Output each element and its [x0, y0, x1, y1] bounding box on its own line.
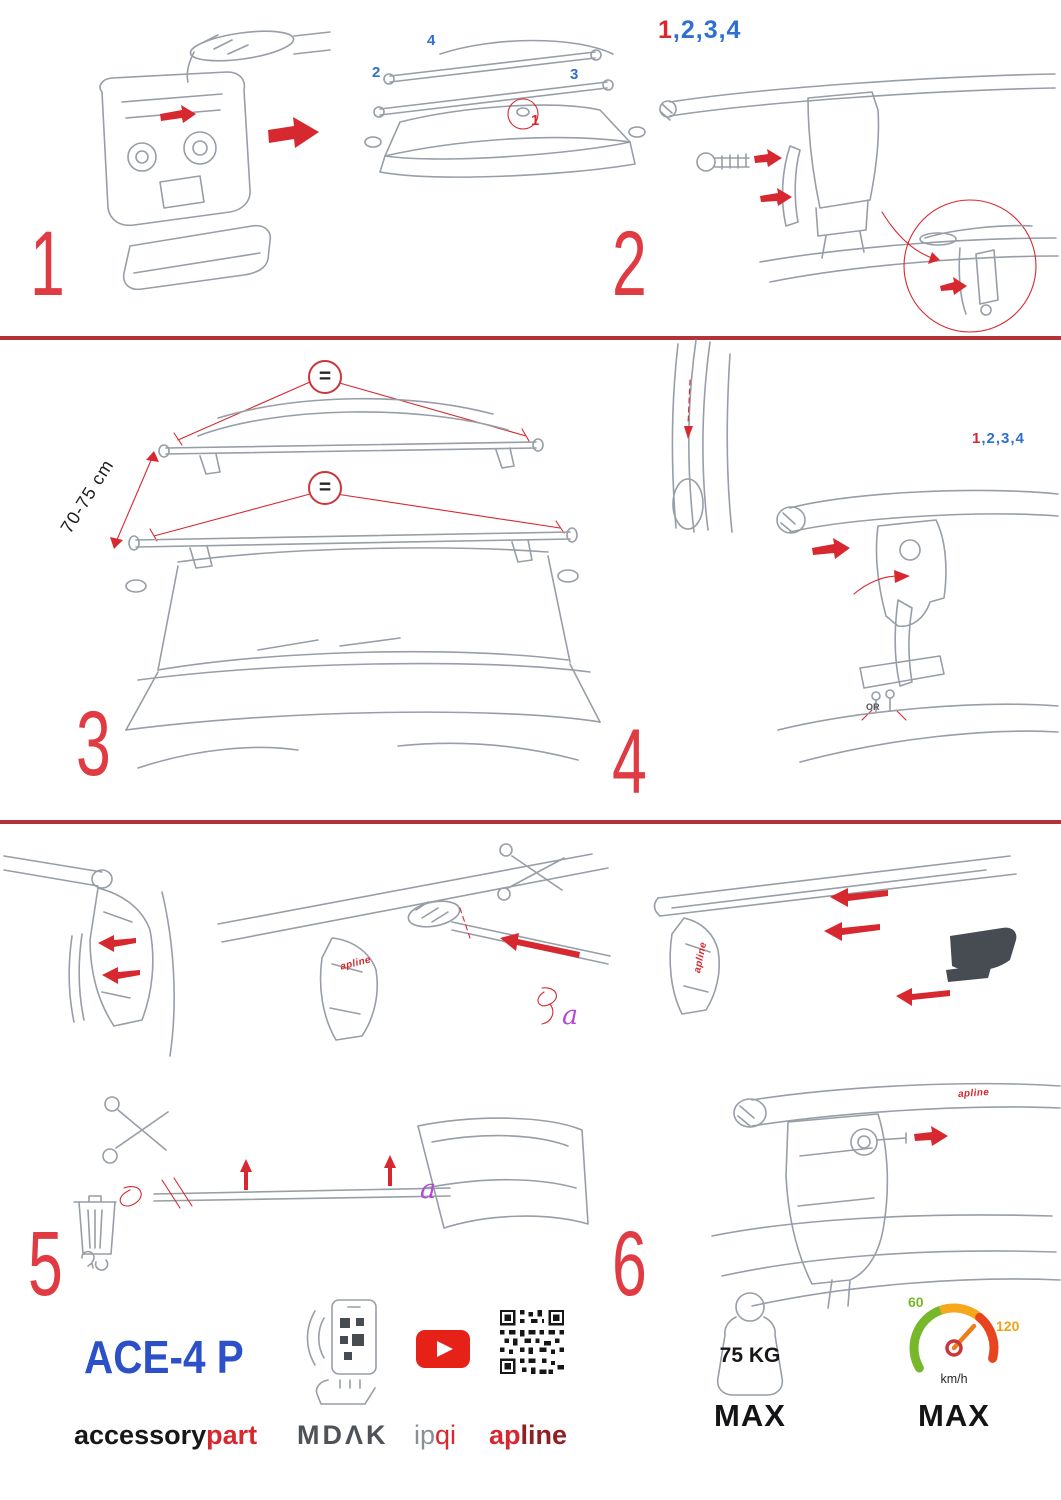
brand-apline: apline — [489, 1420, 567, 1451]
speed-tick-120: 120 — [996, 1318, 1020, 1334]
step1-foot-assembly-drawing — [99, 30, 331, 291]
step4-foot-detail-drawing — [776, 489, 1059, 763]
scissors-icon — [102, 1096, 169, 1164]
strip-item-letter-a-2: a — [420, 1174, 437, 1205]
step5-panel-b-drawing — [217, 843, 611, 1041]
product-name: ACE-4 P — [84, 1331, 244, 1383]
step5-panel-a-drawing — [3, 855, 175, 1057]
equal-spacing-badge-front: = — [308, 360, 342, 394]
car-roof-overview-drawing — [364, 39, 646, 178]
sequence-first: 1 — [658, 16, 673, 44]
step4-pillar-drawing — [671, 339, 733, 533]
qr-code — [500, 1310, 564, 1374]
foot-sequence-label: 1,2,3,4 — [658, 16, 741, 45]
section-divider-1 — [0, 336, 1061, 340]
brand-accessory-part1: accessory — [74, 1420, 207, 1450]
speed-tick-60: 60 — [908, 1294, 924, 1310]
trash-bin-icon — [73, 1195, 117, 1255]
equal-spacing-badge-rear: = — [308, 471, 342, 505]
part-logo-apline-3: apline — [957, 1086, 990, 1101]
brand-accessorypart: accessorypart — [74, 1420, 257, 1451]
brand-apline-part1: ap — [489, 1420, 521, 1450]
equal-sign: = — [318, 365, 332, 388]
roof-position-3: 3 — [570, 66, 579, 83]
or-option-label: OR — [866, 702, 880, 712]
step3-alignment-drawing — [110, 381, 601, 769]
sequence-rest: ,2,3,4 — [672, 16, 742, 44]
phone-scan-icon — [306, 1299, 377, 1405]
youtube-icon — [416, 1330, 470, 1368]
foot-sequence-label-step4: 1,2,3,4 — [972, 430, 1025, 447]
step-6-number: 6 — [612, 1213, 647, 1315]
recycle-icon — [81, 1250, 109, 1271]
step-2-number: 2 — [612, 213, 647, 315]
step-3-number: 3 — [76, 693, 111, 795]
speed-max-label: MAX — [918, 1398, 990, 1433]
step-5-number: 5 — [28, 1213, 63, 1315]
weight-limit-icon — [716, 1292, 784, 1396]
step5-cut-strip-drawing — [73, 1096, 589, 1271]
brand-mdak: MDΛK — [297, 1420, 389, 1450]
speedometer-icon — [909, 1303, 999, 1373]
roof-position-2: 2 — [372, 64, 381, 81]
brand-ipqi-part1: ip — [414, 1420, 436, 1450]
section-divider-2 — [0, 820, 1061, 824]
sequence-rest: ,2,3,4 — [981, 430, 1025, 447]
equal-sign: = — [318, 476, 332, 499]
weight-limit-value: 75 KG — [719, 1344, 781, 1367]
step6-lock-drawing — [711, 1082, 1061, 1309]
brand-accessory-part2: part — [206, 1420, 258, 1450]
strip-item-letter-a: a — [562, 1000, 579, 1031]
step2-bar-assembly-drawing — [659, 73, 1059, 333]
speed-unit-label: km/h — [940, 1372, 968, 1386]
step-1-number: 1 — [30, 213, 65, 315]
step5-panel-c-drawing — [653, 855, 1017, 1015]
sequence-first: 1 — [972, 430, 982, 447]
brand-ipqi: ipqi — [414, 1420, 456, 1451]
roof-position-4: 4 — [427, 32, 436, 49]
weight-max-label: MAX — [714, 1398, 786, 1433]
scissors-icon — [497, 843, 565, 901]
roof-position-1: 1 — [531, 112, 540, 129]
brand-apline-part2: line — [520, 1420, 568, 1450]
brand-ipqi-part2: qi — [435, 1420, 457, 1450]
step-4-number: 4 — [612, 711, 647, 813]
